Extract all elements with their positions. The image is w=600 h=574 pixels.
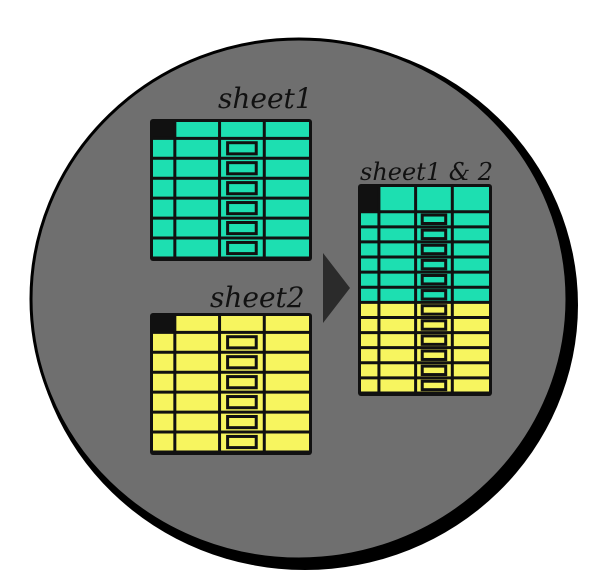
sheet2-row [153, 372, 309, 393]
sheet2-header-row [153, 316, 309, 333]
merged-corner-cell [361, 187, 379, 212]
sheet1-highlight-cell [226, 141, 258, 156]
sheet2-highlight-cell [226, 434, 258, 450]
arrow-right-icon [323, 253, 350, 323]
merged-table [358, 184, 492, 396]
sheet1-row [153, 238, 309, 258]
merged-header-row [361, 187, 489, 212]
merged-highlight-cell [420, 243, 448, 256]
sheet2-row [153, 392, 309, 413]
merged-row [361, 377, 489, 393]
sheet1-highlight-cell [226, 161, 258, 176]
merged-row [361, 362, 489, 378]
merged-row [361, 332, 489, 348]
sheet1-highlight-cell [226, 220, 258, 236]
merged-highlight-cell [420, 228, 448, 241]
merged-highlight-cell [420, 273, 448, 286]
merged-highlight-cell [420, 213, 448, 226]
merged-highlight-cell [420, 379, 448, 392]
sheet2-highlight-cell [226, 375, 258, 390]
sheet2-table [150, 313, 312, 455]
sheet1-row [153, 158, 309, 179]
sheet1-highlight-cell [226, 181, 258, 196]
sheet2-highlight-cell [226, 414, 258, 430]
sheet2-row [153, 352, 309, 373]
merged-row [361, 317, 489, 333]
sheet1-highlight-cell [226, 240, 258, 256]
sheet2-row [153, 432, 309, 452]
merged-highlight-cell [420, 319, 448, 331]
merged-row [361, 257, 489, 273]
sheet1-corner-cell [153, 122, 175, 139]
sheet1-row [153, 138, 309, 159]
sheet1-header-row [153, 122, 309, 139]
merged-row [361, 272, 489, 288]
sheet1-row [153, 218, 309, 239]
merged-highlight-cell [420, 304, 448, 316]
sheet1-table [150, 119, 312, 261]
merged-highlight-cell [420, 258, 448, 271]
merged-row [361, 211, 489, 227]
merged-row [361, 241, 489, 258]
merged-highlight-cell [420, 364, 448, 377]
merged-highlight-cell [420, 349, 448, 361]
merged-label: sheet1 & 2 [360, 158, 493, 186]
sheet2-highlight-cell [226, 355, 258, 370]
sheet1-highlight-cell [226, 201, 258, 216]
sheet2-highlight-cell [226, 395, 258, 410]
sheet1-row [153, 178, 309, 199]
merged-highlight-cell [420, 289, 448, 301]
merged-row [361, 287, 489, 303]
sheet2-row [153, 412, 309, 433]
merged-row [361, 347, 489, 363]
merged-row [361, 226, 489, 242]
merged-row [361, 302, 489, 318]
sheet2-highlight-cell [226, 335, 258, 350]
sheet1-row [153, 198, 309, 219]
sheet2-label: sheet2 [210, 281, 305, 314]
sheet2-row [153, 332, 309, 353]
merged-highlight-cell [420, 334, 448, 346]
sheet1-label: sheet1 [218, 82, 313, 115]
sheet2-corner-cell [153, 316, 175, 333]
